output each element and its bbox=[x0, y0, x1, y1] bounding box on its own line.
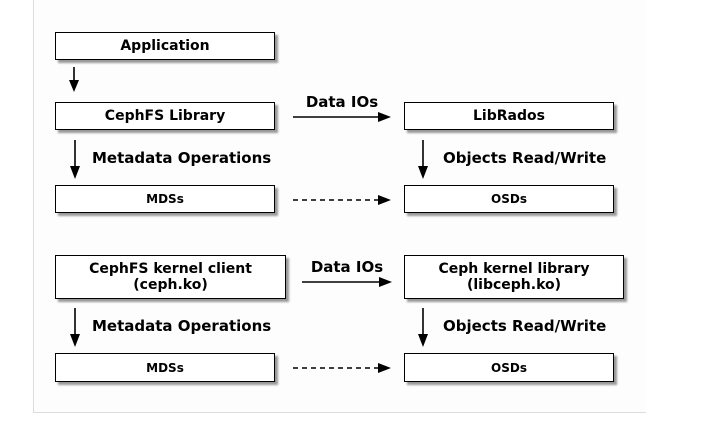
node-application-label: Application bbox=[120, 38, 210, 54]
node-ceph-kernel-library-line1: Ceph kernel library bbox=[438, 261, 590, 277]
edge-label-metadata-operations-bottom: Metadata Operations bbox=[92, 317, 272, 335]
arrow-cephfs-library-to-librados-icon bbox=[293, 112, 391, 122]
node-cephfs-kernel-client: CephFS kernel client (ceph.ko) bbox=[55, 255, 286, 299]
edge-label-data-ios-bottom: Data IOs bbox=[310, 258, 384, 276]
arrow-application-to-cephfs-library-icon bbox=[69, 67, 79, 92]
edge-label-objects-read-write-bottom: Objects Read/Write bbox=[443, 317, 607, 335]
node-librados: LibRados bbox=[404, 102, 614, 130]
arrow-kernel-client-to-mdss-icon bbox=[70, 308, 80, 347]
node-ceph-kernel-library-line2: (libceph.ko) bbox=[466, 277, 562, 293]
arrow-kernel-client-to-kernel-library-icon bbox=[302, 277, 392, 287]
arrow-cephfs-library-to-mdss-icon bbox=[70, 140, 80, 179]
node-osds-top-label: OSDs bbox=[491, 192, 527, 206]
node-cephfs-library-label: CephFS Library bbox=[104, 108, 226, 124]
arrow-kernel-library-to-osds-icon bbox=[418, 308, 428, 347]
node-librados-label: LibRados bbox=[473, 108, 545, 124]
node-cephfs-kernel-client-line2: (ceph.ko) bbox=[133, 277, 208, 293]
node-application: Application bbox=[55, 32, 275, 60]
node-mdss-top-label: MDSs bbox=[146, 192, 184, 206]
node-cephfs-library: CephFS Library bbox=[55, 102, 275, 130]
node-osds-bottom: OSDs bbox=[404, 353, 614, 382]
node-mdss-bottom: MDSs bbox=[55, 353, 275, 382]
edge-label-objects-read-write-top: Objects Read/Write bbox=[443, 149, 607, 167]
node-mdss-bottom-label: MDSs bbox=[146, 360, 184, 375]
arrow-mdss-to-osds-dashed-icon bbox=[293, 195, 391, 205]
arrow-mdss-to-osds-dashed-bottom-icon bbox=[293, 363, 391, 373]
edge-label-data-ios-top: Data IOs bbox=[305, 93, 379, 111]
node-ceph-kernel-library: Ceph kernel library (libceph.ko) bbox=[404, 255, 624, 299]
arrow-librados-to-osds-icon bbox=[418, 140, 428, 179]
edge-label-metadata-operations-top: Metadata Operations bbox=[92, 149, 272, 167]
node-osds-top: OSDs bbox=[404, 185, 614, 213]
node-mdss-top: MDSs bbox=[55, 185, 275, 213]
node-osds-bottom-label: OSDs bbox=[491, 360, 527, 375]
node-cephfs-kernel-client-line1: CephFS kernel client bbox=[89, 261, 252, 277]
